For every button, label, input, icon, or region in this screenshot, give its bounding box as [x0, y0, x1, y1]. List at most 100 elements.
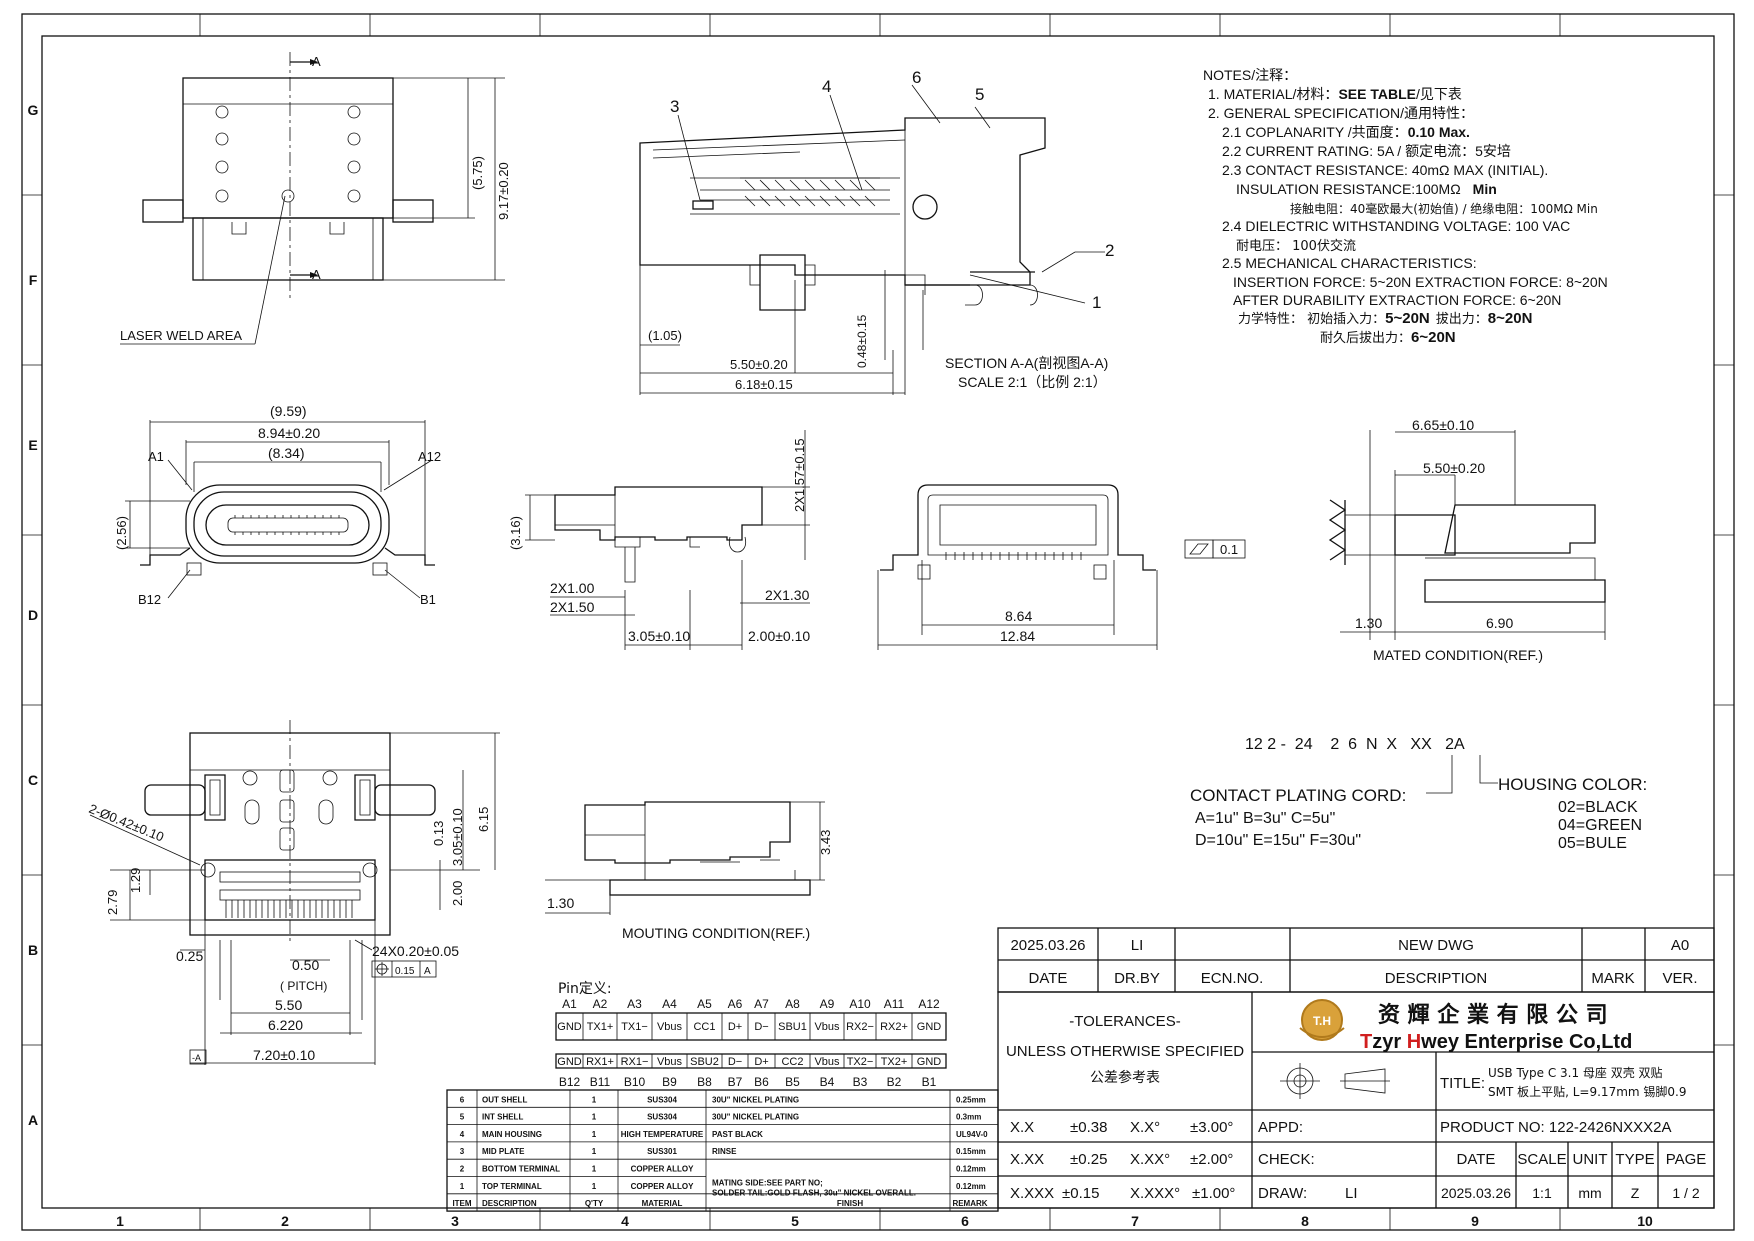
bom-cell-item: 6: [460, 1095, 465, 1104]
bom-cell-remark: 0.3mm: [956, 1113, 981, 1122]
bom-header: FINISH: [837, 1199, 863, 1208]
pin-id-top: A7: [754, 997, 769, 1011]
company-t: T: [1360, 1031, 1372, 1053]
rev-ver: A0: [1671, 937, 1689, 954]
company-name-cn: 资 輝 企 業 有 限 公 司: [1378, 1002, 1608, 1028]
tb-h-type: TYPE: [1615, 1151, 1654, 1168]
callout-2: 2: [1105, 241, 1114, 260]
bom-cell-desc: TOP TERMINAL: [482, 1182, 542, 1191]
pin-id-bottom: B2: [887, 1075, 902, 1089]
col-label: 4: [621, 1213, 629, 1229]
dim-9-59: (9.59): [270, 403, 307, 419]
mounting-label: MOUTING CONDITION(REF.): [622, 925, 810, 941]
tol-xxx-ang-key: X.XX°: [1130, 1151, 1170, 1168]
bom-cell-remark: 0.12mm: [956, 1165, 986, 1174]
bom-header: DESCRIPTION: [482, 1199, 537, 1208]
pin-signal-bottom: SBU2: [690, 1056, 719, 1068]
note-insertion: INSERTION FORCE: 5~20N EXTRACTION FORCE:…: [1233, 274, 1608, 290]
pin-signal-top: RX2−: [846, 1021, 874, 1033]
note-material-value: SEE TABLE: [1338, 86, 1416, 102]
pin-id-bottom: B7: [728, 1075, 743, 1089]
pin-a1: A1: [148, 449, 164, 464]
pin-a12: A12: [418, 449, 441, 464]
bom-cell-finish: 30U" NICKEL PLATING: [712, 1095, 799, 1104]
pin-id-bottom: B8: [697, 1075, 712, 1089]
row-label: B: [28, 942, 38, 958]
bom-cell-desc: OUT SHELL: [482, 1095, 527, 1104]
bom-cell-qty: 1: [592, 1113, 597, 1122]
dim-2x1-50: 2X1.50: [550, 599, 595, 615]
pin-b1: B1: [420, 592, 436, 607]
note-contact-res-cn: 接触电阻：40毫欧最大(初始值) / 绝缘电阻：100MΩ Min: [1290, 201, 1598, 216]
bom-cell-qty: 1: [592, 1130, 597, 1139]
pin-id-top: A8: [785, 997, 800, 1011]
notes: NOTES/注释： 1. MATERIAL/材料：SEE TABLE/见下表 2…: [1203, 67, 1608, 346]
logo-text: T.H: [1313, 1014, 1331, 1028]
dim-8-94: 8.94±0.20: [258, 425, 320, 441]
dim-8-34: (8.34): [268, 445, 305, 461]
tb-h-page: PAGE: [1666, 1151, 1707, 1168]
row-label: E: [28, 437, 37, 453]
mounting-view: 3.43 1.30 MOUTING CONDITION(REF.): [545, 801, 833, 941]
pin-signal-bottom: Vbus: [814, 1056, 840, 1068]
col-label: 5: [791, 1213, 799, 1229]
part-code: 12 2 - 24 2 6 N X XX 2A CONTACT PLATING …: [1190, 736, 1647, 852]
pin-signal-top: RX2+: [880, 1021, 908, 1033]
tol-xx-val: ±0.38: [1070, 1119, 1107, 1136]
check-label: CHECK:: [1258, 1151, 1315, 1168]
tol-xxxx-ang-val: ±1.00°: [1192, 1185, 1235, 1202]
back-view: 8.64 12.84 0.1: [877, 484, 1246, 650]
tol-xxx-key: X.XX: [1010, 1151, 1044, 1168]
bom-cell-qty: 1: [592, 1147, 597, 1156]
company-rest: wey Enterprise Co,Ltd: [1420, 1031, 1632, 1053]
note-general: 2. GENERAL SPECIFICATION/通用特性：: [1208, 105, 1474, 121]
note-contact-res: 2.3 CONTACT RESISTANCE: 40mΩ MAX (INITIA…: [1222, 162, 1548, 178]
datum-tag: -A: [192, 1053, 201, 1063]
appd-label: APPD:: [1258, 1119, 1303, 1136]
dim-9-17: 9.17±0.20: [496, 162, 511, 220]
dim-6-220: 6.220: [268, 1017, 303, 1033]
note-material: 1. MATERIAL/材料：: [1208, 86, 1338, 102]
note-durability: AFTER DURABILITY EXTRACTION FORCE: 6~20N: [1233, 292, 1561, 308]
pin-b12: B12: [138, 592, 161, 607]
tb-unit: mm: [1578, 1185, 1601, 1201]
company-zyr: zyr: [1372, 1031, 1406, 1053]
pin-id-bottom: B3: [853, 1075, 868, 1089]
projection-symbol: [1280, 1063, 1390, 1099]
row-label: A: [28, 1112, 38, 1128]
title-block: -TOLERANCES- UNLESS OTHERWISE SPECIFIED …: [997, 991, 1715, 1209]
bom-cell-desc: INT SHELL: [482, 1113, 523, 1122]
bom-cell-remark: 0.12mm: [956, 1182, 986, 1191]
tol-xxxx-ang-key: X.XXX°: [1130, 1185, 1180, 1202]
col-label: 1: [116, 1213, 124, 1229]
pin-signal-top: D+: [728, 1021, 742, 1033]
draw-label: DRAW:: [1258, 1185, 1307, 1202]
note-after-value: 6~20N: [1411, 329, 1456, 346]
pin-id-bottom: B9: [662, 1075, 677, 1089]
pin-signal-top: SBU1: [778, 1021, 807, 1033]
pin-id-top: A2: [593, 997, 608, 1011]
tb-type: Z: [1631, 1185, 1640, 1201]
section-title: SECTION A-A(剖视图A-A): [945, 355, 1108, 371]
bom-cell-item: 2: [460, 1165, 465, 1174]
bom-cell-finish: PAST BLACK: [712, 1130, 763, 1139]
dim-1-29: 1.29: [128, 868, 143, 893]
part-code-string: 12 2 - 24 2 6 N X XX 2A: [1245, 736, 1465, 753]
pin-signal-top: CC1: [693, 1021, 715, 1033]
dim-3-05: 3.05±0.10: [628, 628, 690, 644]
col-label: 3: [451, 1213, 459, 1229]
row-label: C: [28, 772, 38, 788]
dim-1-30-mated: 1.30: [1355, 615, 1382, 631]
title-line-1: USB Type C 3.1 母座 双壳 双贴: [1488, 1065, 1663, 1080]
pin-signal-bottom: TX2+: [881, 1056, 908, 1068]
pin-signal-bottom: GND: [917, 1056, 942, 1068]
note-coplanarity-value: 0.10 Max.: [1408, 124, 1470, 140]
bom-cell-remark: UL94V-0: [956, 1130, 988, 1139]
bom-cell-mat: SUS301: [647, 1147, 677, 1156]
pin-id-bottom: B12: [559, 1075, 581, 1089]
svg-text:耐久后拔出力：6~20N: 耐久后拔出力：6~20N: [1320, 329, 1456, 346]
dim-2x1-30: 2X1.30: [765, 587, 810, 603]
tol-cn: 公差参考表: [1090, 1069, 1160, 1086]
